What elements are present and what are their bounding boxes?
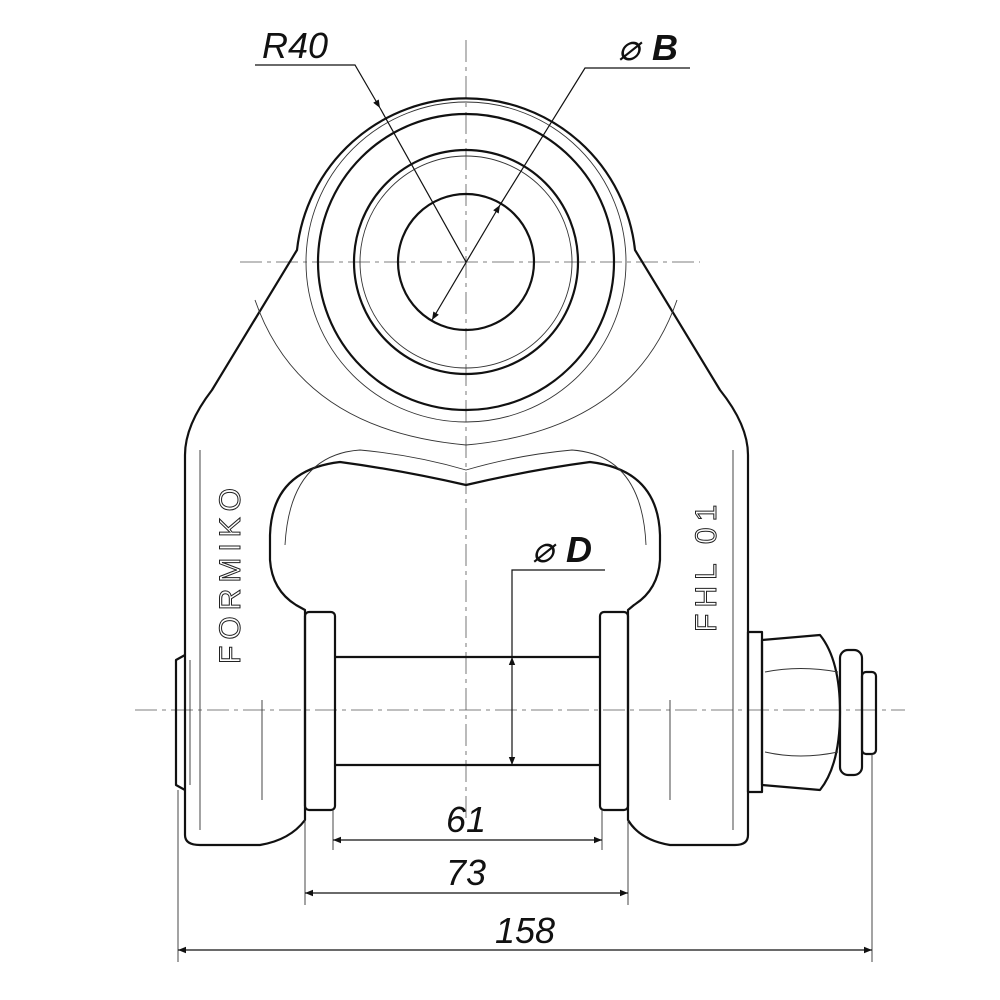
- model-marking: FHL 01: [690, 499, 723, 632]
- pin-symbol: ⌀: [532, 529, 557, 570]
- bore-label: B: [652, 27, 678, 68]
- brand-marking: FORMIKO: [214, 482, 247, 664]
- radius-label: R40: [262, 25, 328, 66]
- dim-73: 73: [446, 852, 486, 893]
- pin-dimension: ⌀ D: [508, 529, 605, 765]
- bore-symbol: ⌀: [618, 27, 643, 68]
- eye-rings: [305, 101, 627, 423]
- nut: [746, 630, 878, 794]
- width-dimensions: 61 73 158: [177, 754, 873, 962]
- center-lines: [135, 40, 905, 820]
- bore-dimension: ⌀ B: [431, 27, 690, 321]
- pin-assembly: [174, 610, 630, 812]
- pin-label: D: [566, 529, 592, 570]
- dim-61: 61: [446, 799, 486, 840]
- shackle-body: [183, 97, 750, 847]
- dim-158: 158: [495, 910, 555, 951]
